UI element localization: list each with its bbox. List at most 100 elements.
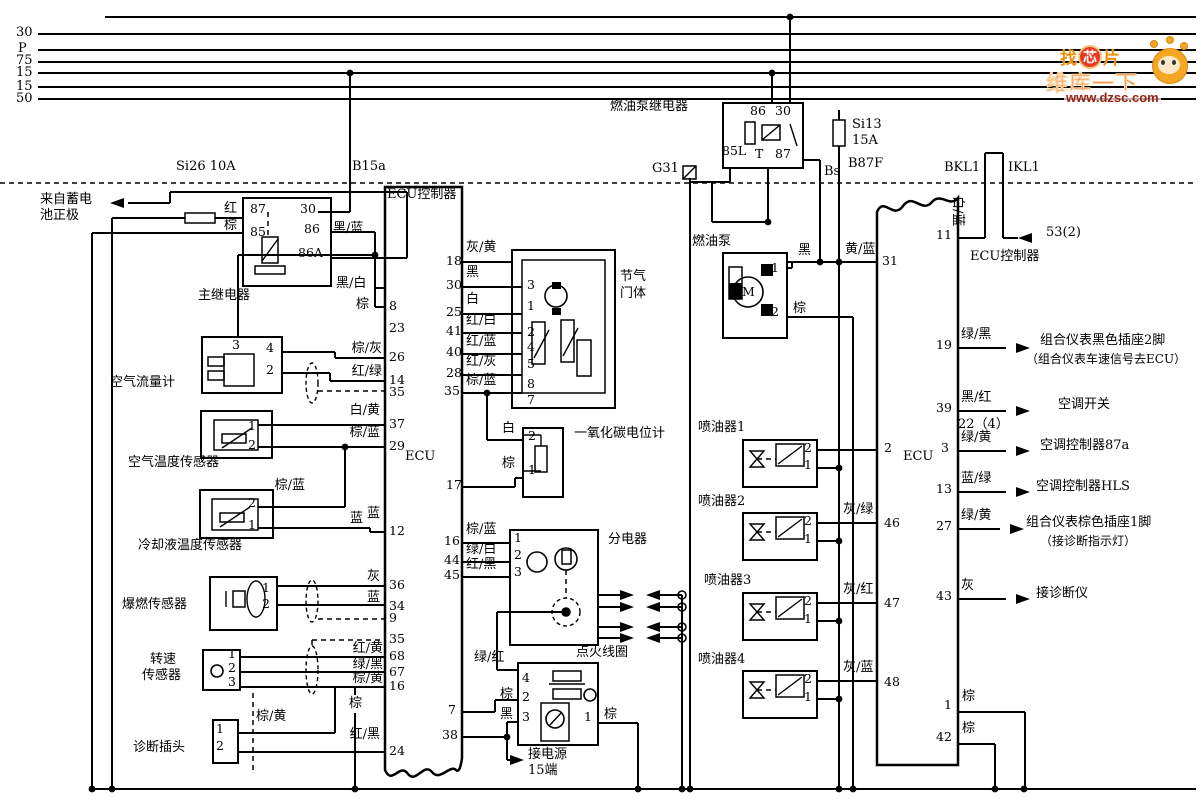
wire-red-grey: 红/灰 (466, 354, 497, 369)
ecur-pin-46: 46 (884, 515, 900, 530)
dest-diag-tester: 接诊断仪 (1036, 586, 1089, 601)
wire-blue-2: 蓝 (366, 590, 380, 605)
thr-pin-8: 8 (527, 376, 535, 391)
speed-label-2: 传感器 (142, 668, 182, 683)
component-box (531, 321, 546, 365)
ecul-pin-12: 12 (389, 523, 405, 538)
component-box (722, 102, 804, 169)
logo-url[interactable]: www.dzsc.com (1064, 90, 1161, 105)
wire-black-red: 黑/红 (961, 390, 992, 405)
dest-combo-black: 组合仪表黑色插座2脚 (1040, 333, 1166, 348)
symbol-circle (677, 602, 687, 612)
wire-green-white: 绿/白 (466, 542, 497, 557)
component-box (254, 265, 286, 275)
wire-red-black-2: 红/黑 (466, 557, 497, 572)
wire (777, 518, 803, 538)
wire-brown-2: 棕 (356, 297, 370, 312)
wire-grey-blue: 灰/蓝 (843, 660, 874, 675)
thr-pin-7: 7 (527, 392, 535, 407)
injector-valve-icon (748, 603, 766, 614)
fpr-pin-85l: 85L (722, 143, 747, 158)
junction-dot (991, 785, 999, 793)
ecul-pin-23: 23 (389, 320, 405, 335)
ecul-pin-17: 17 (446, 477, 462, 492)
at-pin-1: 1 (248, 418, 256, 433)
terminal-g31: G31 (652, 161, 679, 176)
speed-label-1: 转速 (150, 652, 177, 667)
component-box (511, 249, 616, 409)
component-box (209, 576, 278, 631)
component-box (261, 236, 279, 264)
pump-pin-2: 2 (771, 304, 779, 319)
inj1-pin-2: 2 (804, 440, 812, 455)
junction-dot (634, 785, 642, 793)
ecul-pin-29: 29 (389, 438, 405, 453)
bus-label-15b: 15 (16, 79, 33, 94)
junction-dot (686, 785, 694, 793)
junction-dot (835, 258, 843, 266)
shield-connector-ellipse (305, 579, 319, 623)
wire (682, 165, 697, 180)
ecul-pin-18: 18 (446, 253, 462, 268)
sensor-capsule (246, 580, 266, 618)
wire-brown-blue-3: 棕/蓝 (466, 373, 497, 388)
wire-black-1: 黑 (466, 265, 480, 280)
wire-grey-2: 灰 (961, 578, 975, 593)
junction-dot (351, 785, 359, 793)
terminal-bs: Bs (824, 164, 841, 179)
wire-red-yellow: 红/黄 (352, 641, 383, 656)
throttle-label-1: 节气 (620, 269, 647, 284)
wire-brown: 棕 (224, 218, 238, 233)
flow-arrow-icon (620, 633, 634, 643)
ecul-pin-30: 30 (446, 277, 462, 292)
component-box (201, 336, 283, 394)
ecur-pin-11: 11 (936, 227, 952, 242)
ignition-coil-label: 点火线圈 (576, 645, 629, 660)
coolant-label: 冷却液温度传感器 (138, 538, 243, 553)
pump-pin-1: 1 (771, 260, 779, 275)
wire (548, 711, 563, 727)
ecu-left-body (383, 185, 464, 778)
component-box (761, 124, 781, 141)
junction-dot (835, 617, 843, 625)
junction-dot (835, 695, 843, 703)
main-relay-label: 主继电器 (198, 288, 251, 303)
ecul-pin-7: 7 (448, 702, 456, 717)
inj3-pin-1: 1 (804, 611, 812, 626)
wire-brown-5: 棕 (604, 707, 618, 722)
filled-symbol (552, 308, 561, 315)
component-box (212, 719, 239, 764)
junction-dot (835, 785, 843, 793)
wire-green-black: 绿/黑 (352, 657, 383, 672)
flow-arrow-icon (646, 633, 660, 643)
ct-pin-1: 1 (248, 517, 256, 532)
wire (221, 427, 253, 449)
ss-pin-2: 2 (228, 660, 236, 675)
wire (261, 238, 279, 262)
component-box (522, 427, 564, 498)
wire (777, 445, 803, 465)
power-note-1: 接电源 (528, 747, 568, 762)
wire-black-blue: 黑/蓝 (333, 221, 364, 236)
wire (761, 124, 781, 141)
dzsc-logo[interactable]: 找 芯 片 维库一下 www.dzsc.com (1046, 34, 1196, 114)
coil-pin-2: 2 (522, 689, 530, 704)
wire-grey-green: 灰/绿 (843, 502, 874, 517)
component-box (775, 443, 805, 467)
ks-pin-1: 1 (262, 580, 270, 595)
ecul-pin-35l: 35 (389, 384, 405, 399)
dest-combo-brown: 组合仪表棕色插座1脚 (1026, 515, 1152, 530)
ss-pin-1: 1 (228, 646, 236, 661)
component-box (184, 212, 216, 224)
injector3-label: 喷油器3 (704, 573, 752, 588)
injector-valve-icon (748, 523, 766, 534)
wire-brown-4: 棕 (500, 687, 514, 702)
chip-badge-icon: 芯 (1078, 44, 1102, 69)
component-box (832, 119, 846, 147)
ks-pin-2: 2 (262, 596, 270, 611)
ecu-left-short: ECU (405, 449, 436, 464)
relay-pin-87: 87 (250, 201, 266, 216)
component-box (207, 370, 225, 381)
component-box (560, 319, 575, 363)
component-box (221, 433, 247, 444)
